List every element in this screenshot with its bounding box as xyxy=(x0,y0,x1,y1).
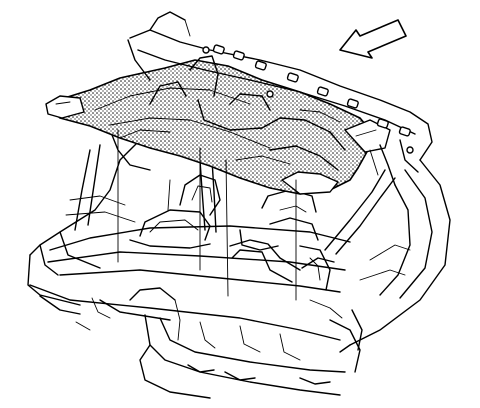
mounting-hole xyxy=(286,72,299,83)
alignment-lines xyxy=(117,129,297,301)
mounting-hole xyxy=(406,146,414,154)
mounting-hole xyxy=(398,126,411,137)
insulator-mat xyxy=(45,55,391,195)
mounting-hole xyxy=(346,98,359,109)
mounting-hole xyxy=(212,44,225,55)
mounting-hole xyxy=(376,118,389,129)
mounting-hole xyxy=(202,46,210,54)
mounting-hole xyxy=(232,50,245,61)
mounting-hole xyxy=(254,60,267,71)
direction-arrow xyxy=(339,19,407,59)
mounting-hole xyxy=(316,86,329,97)
mounting-hole xyxy=(266,90,274,98)
rear-floor-pan xyxy=(127,11,433,186)
mounting-holes xyxy=(202,44,414,154)
